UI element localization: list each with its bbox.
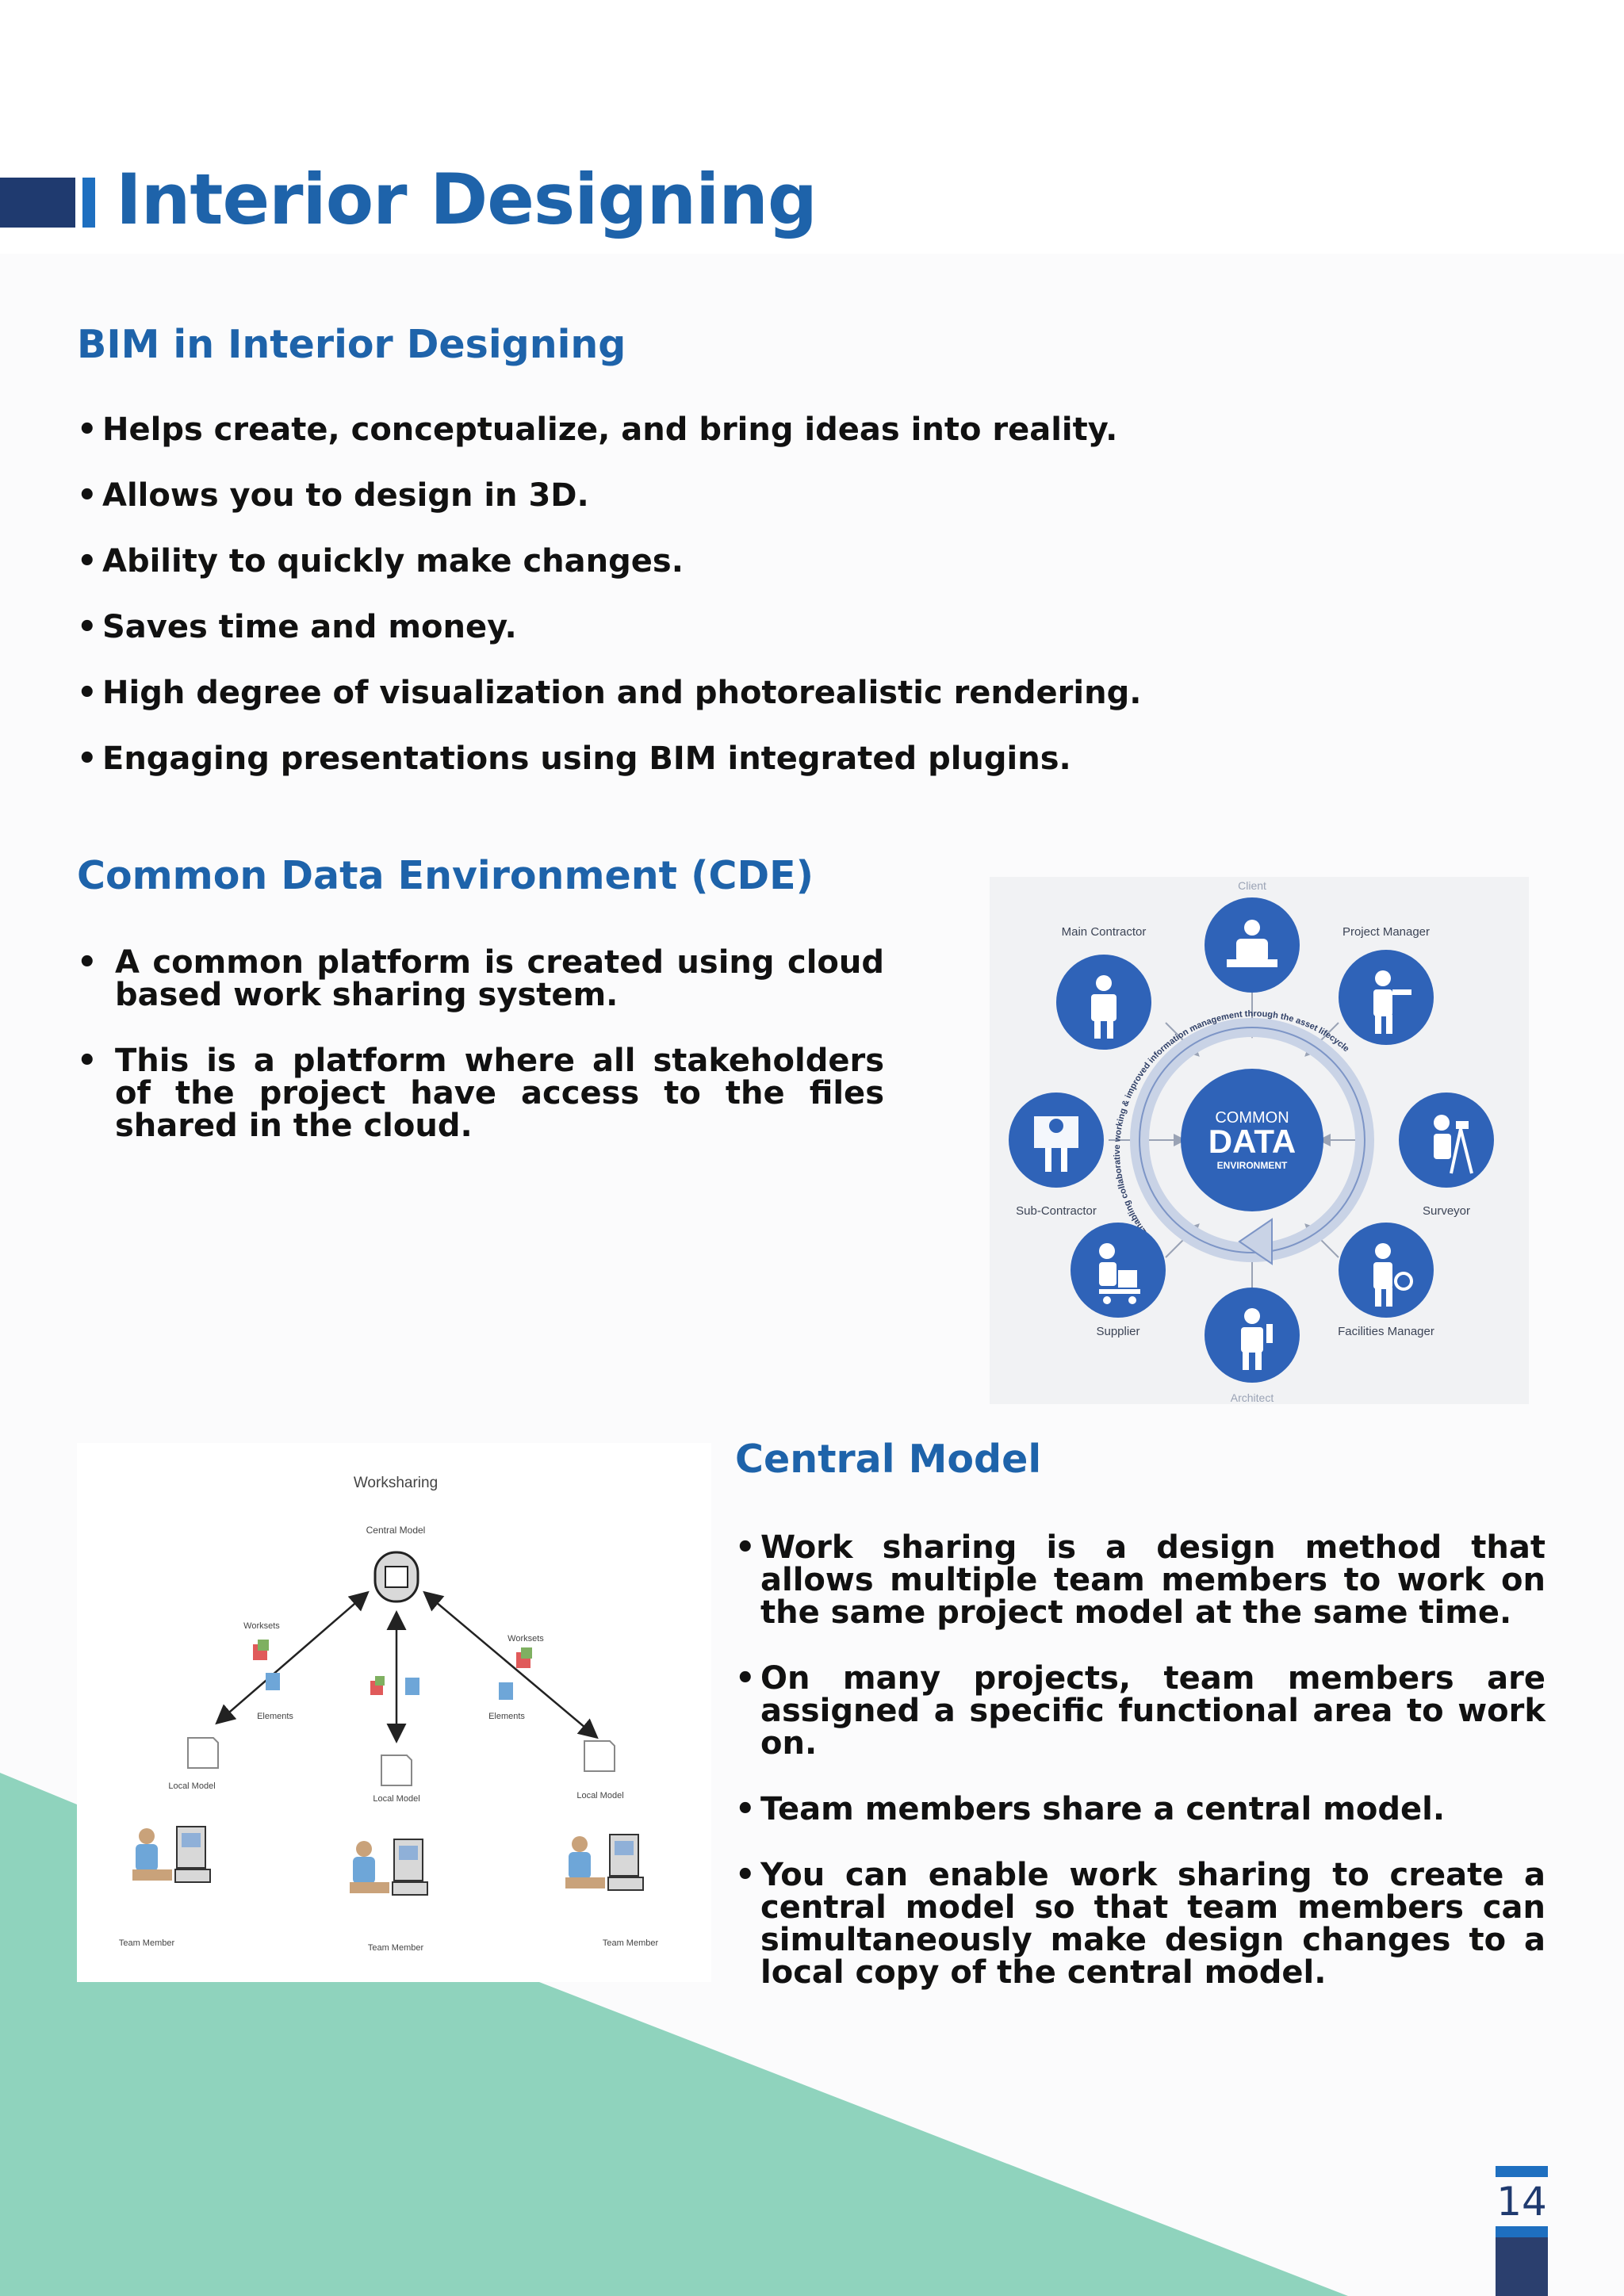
ws-title: Worksharing xyxy=(354,1475,438,1491)
role-architect: Architect xyxy=(1205,1288,1300,1404)
svg-text:Surveyor: Surveyor xyxy=(1423,1204,1470,1218)
cde-list: A common platform is created using cloud… xyxy=(77,947,884,1176)
list-item: High degree of visualization and photore… xyxy=(77,677,1141,710)
list-item: This is a platform where all stakeholder… xyxy=(77,1045,884,1142)
central-model-list: Work sharing is a design method that all… xyxy=(735,1532,1545,2022)
cde-center-top: COMMON xyxy=(1215,1109,1289,1127)
role-sub-contractor: Sub-Contractor xyxy=(1009,1093,1104,1218)
svg-text:Client: Client xyxy=(1238,879,1266,892)
svg-text:Supplier: Supplier xyxy=(1096,1325,1139,1338)
list-item: A common platform is created using cloud… xyxy=(77,947,884,1012)
svg-text:Architect: Architect xyxy=(1231,1391,1274,1404)
svg-text:Sub-Contractor: Sub-Contractor xyxy=(1016,1204,1097,1218)
list-item: Ability to quickly make changes. xyxy=(77,545,1108,579)
list-item: Team members share a central model. xyxy=(735,1793,1545,1827)
cde-diagram: COMMON DATA ENVIRONMENT Enabling collabo… xyxy=(990,877,1529,1404)
page-number: 14 xyxy=(1496,2179,1547,2225)
ws-central-label: Central Model xyxy=(366,1525,426,1536)
list-item: Allows you to design in 3D. xyxy=(77,480,1108,513)
list-item: Helps create, conceptualize, and bring i… xyxy=(77,414,1117,447)
page-number-bar-stripe xyxy=(1496,2226,1548,2237)
page-number-bar-top xyxy=(1496,2166,1548,2177)
page-title: Interior Designing xyxy=(116,159,818,240)
cde-heading: Common Data Environment (CDE) xyxy=(77,853,814,898)
role-supplier: Supplier xyxy=(1071,1223,1166,1338)
role-surveyor: Surveyor xyxy=(1399,1093,1494,1218)
svg-text:Local Model: Local Model xyxy=(168,1781,215,1791)
svg-text:Main Contractor: Main Contractor xyxy=(1062,925,1147,939)
svg-text:Team Member: Team Member xyxy=(603,1938,659,1948)
workset-icons xyxy=(253,1640,532,1700)
list-item: You can enable work sharing to create a … xyxy=(735,1859,1545,1989)
cde-center-bottom: ENVIRONMENT xyxy=(1217,1160,1288,1171)
svg-text:Local Model: Local Model xyxy=(576,1791,623,1800)
role-project-manager: Project Manager xyxy=(1339,925,1434,1045)
svg-text:Elements: Elements xyxy=(257,1712,293,1721)
page-number-bar-bottom xyxy=(1496,2226,1548,2296)
svg-text:Team Member: Team Member xyxy=(119,1938,175,1948)
svg-text:Elements: Elements xyxy=(488,1712,525,1721)
central-model-heading: Central Model xyxy=(735,1437,1042,1482)
svg-text:Team Member: Team Member xyxy=(368,1943,424,1953)
svg-text:Facilities Manager: Facilities Manager xyxy=(1338,1325,1434,1338)
title-accent-bar xyxy=(0,178,75,228)
title-accent-stripe xyxy=(82,178,95,228)
list-item: Work sharing is a design method that all… xyxy=(735,1532,1545,1629)
team-member-icons xyxy=(132,1826,644,1896)
role-client: Client xyxy=(1205,879,1300,993)
bim-list: Helps create, conceptualize, and bring i… xyxy=(77,414,1141,809)
role-facilities-manager: Facilities Manager xyxy=(1338,1223,1434,1338)
worksharing-diagram: Worksharing Central Model Worksets Works… xyxy=(77,1443,711,1982)
svg-text:Worksets: Worksets xyxy=(243,1621,280,1631)
list-item: Engaging presentations using BIM integra… xyxy=(77,743,1108,776)
svg-text:Local Model: Local Model xyxy=(373,1794,419,1804)
list-item: On many projects, team members are assig… xyxy=(735,1663,1545,1760)
cde-center-circle xyxy=(1181,1069,1323,1211)
svg-text:Project Manager: Project Manager xyxy=(1342,925,1430,939)
cde-center-main: DATA xyxy=(1208,1123,1296,1160)
bim-heading: BIM in Interior Designing xyxy=(77,322,626,367)
list-item: Saves time and money. xyxy=(77,611,1108,645)
central-model-icon xyxy=(373,1551,419,1603)
svg-text:Worksets: Worksets xyxy=(508,1634,544,1644)
role-main-contractor: Main Contractor xyxy=(1056,925,1151,1050)
local-model-icons xyxy=(187,1737,615,1786)
